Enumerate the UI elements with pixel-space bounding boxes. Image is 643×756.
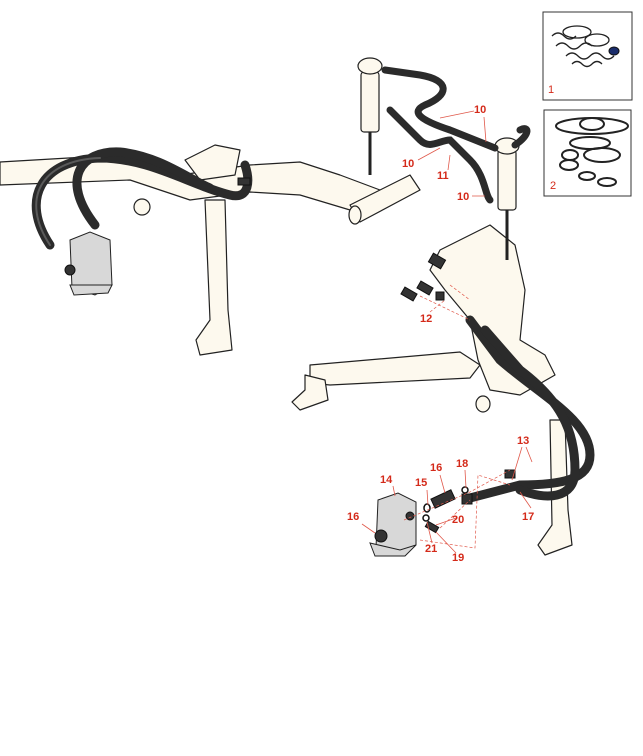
callout-12: 12	[420, 313, 432, 325]
callout-16: 16	[430, 462, 442, 474]
callout-21: 21	[425, 543, 437, 555]
callout-18: 18	[456, 458, 468, 470]
callout-17: 17	[522, 511, 534, 523]
callout-10: 10	[402, 158, 414, 170]
callout-19: 19	[452, 552, 464, 564]
steering-cylinder-left	[357, 57, 383, 175]
callout-13: 13	[517, 435, 529, 447]
callout-10: 10	[457, 191, 469, 203]
steering-cylinder-right	[494, 137, 520, 260]
callout-16: 16	[347, 511, 359, 523]
callout-labels: 10 10 11 10 12 13 14 15 16 18 16 20 17 2…	[347, 104, 534, 564]
inset-seal-kit-2[interactable]: 2	[543, 109, 632, 197]
inset-seal-kit-1[interactable]: 1	[542, 11, 633, 101]
hydraulic-pump-14	[369, 492, 417, 557]
hoses	[31, 66, 595, 503]
fittings	[237, 177, 516, 534]
hydraulic-pump-upper	[64, 231, 113, 296]
callout-10: 10	[474, 104, 486, 116]
callout-14: 14	[380, 474, 393, 486]
callout-11: 11	[437, 170, 449, 182]
lift-cylinder	[348, 174, 421, 225]
callout-20: 20	[452, 514, 464, 526]
inset-2-label: 2	[550, 180, 556, 192]
callout-15: 15	[415, 477, 427, 489]
inset-1-label: 1	[548, 84, 554, 96]
lower-frame	[291, 224, 573, 556]
leader-lines	[361, 110, 533, 554]
